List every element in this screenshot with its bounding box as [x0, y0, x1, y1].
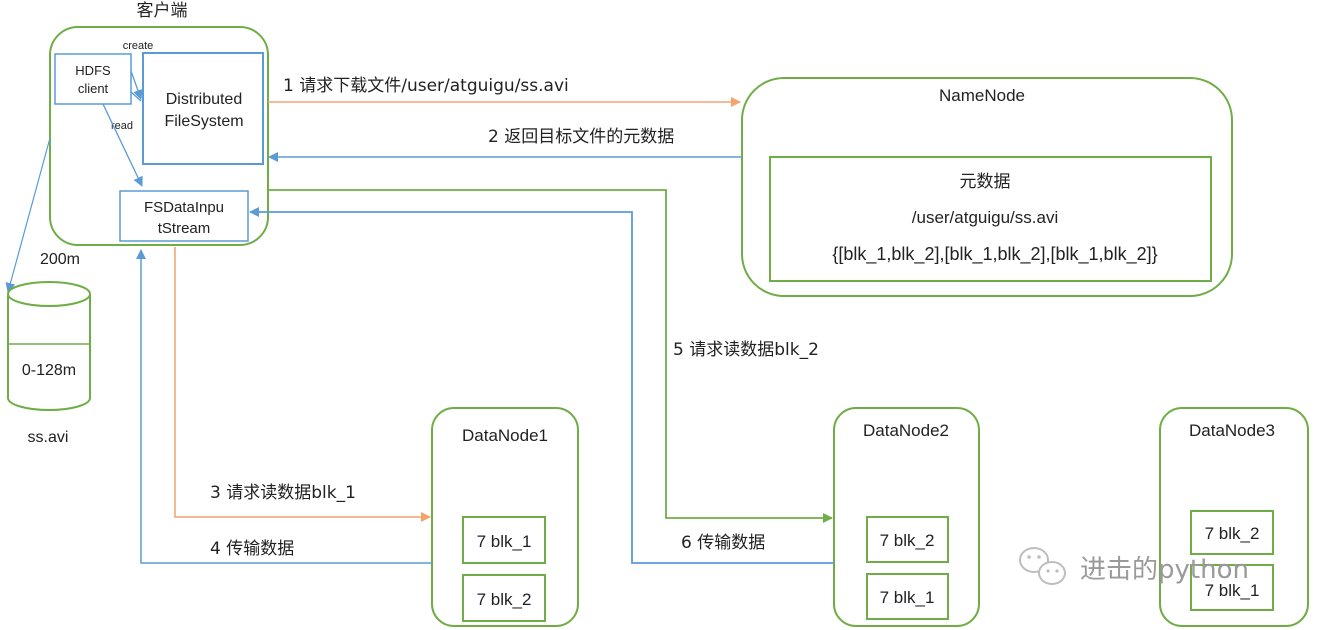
datanode2-title: DataNode2	[863, 421, 949, 440]
datanode3-block-2-label: 7 blk_1	[1205, 581, 1260, 600]
file-cylinder	[7, 281, 91, 411]
step3-arrow	[174, 247, 431, 522]
datanode1-block-2	[462, 574, 546, 622]
fsdis-label-1: FSDataInpu	[144, 199, 224, 216]
step6-label: 6 传输数据	[681, 533, 765, 553]
datanode1-title: DataNode1	[462, 426, 548, 445]
client-box	[49, 26, 269, 246]
step4-label: 4 传输数据	[210, 539, 294, 559]
create-arrow-2	[130, 91, 142, 102]
datanode2-box	[833, 407, 980, 627]
datanode2-block-1	[866, 516, 949, 563]
datanode2-block-2	[866, 573, 949, 620]
file-size-label: 200m	[40, 251, 80, 268]
client-to-file-arrow	[5, 137, 51, 293]
file-name: ss.avi	[28, 429, 69, 446]
datanode1-block-1	[462, 516, 546, 564]
datanode1-block-1-label: 7 blk_1	[477, 532, 532, 551]
datanode3-title: DataNode3	[1189, 421, 1275, 440]
metadata-box	[769, 156, 1212, 282]
wechat-icon	[1019, 547, 1066, 585]
create-arrow	[130, 70, 143, 100]
step4-arrow	[136, 249, 432, 564]
datanode1-block-2-label: 7 blk_2	[477, 590, 532, 609]
read-arrow	[102, 103, 143, 187]
file-block-label: 0-128m	[22, 362, 76, 379]
datanode2-block-2-label: 7 blk_1	[880, 588, 935, 607]
datanode1-box	[431, 407, 579, 627]
distributed-filesystem-box	[142, 52, 264, 165]
fsdatainputstream-box	[119, 190, 249, 242]
namenode-title: NameNode	[939, 86, 1025, 105]
fsdis-label-2: tStream	[158, 220, 211, 237]
hdfs-client-box	[54, 53, 132, 105]
metadata-blocks: {[blk_1,blk_2],[blk_1,blk_2],[blk_1,blk_…	[832, 244, 1157, 265]
datanode3-box	[1159, 407, 1309, 627]
metadata-path: /user/atguigu/ss.avi	[912, 208, 1058, 227]
hdfs-client-label-2: client	[78, 81, 109, 96]
dfs-label-2: FileSystem	[164, 113, 243, 130]
client-title: 客户端	[137, 1, 188, 21]
datanode3-block-2	[1190, 564, 1274, 611]
metadata-title: 元数据	[960, 172, 1011, 192]
datanode2-block-1-label: 7 blk_2	[880, 531, 935, 550]
datanode3-block-1-label: 7 blk_2	[1205, 524, 1260, 543]
watermark-text: 进击的python	[1080, 555, 1249, 585]
dfs-label-1: Distributed	[166, 91, 242, 108]
datanode3-block-1	[1190, 510, 1274, 555]
step3-label: 3 请求读数据blk_1	[210, 483, 356, 503]
step1-label: 1 请求下载文件/user/atguigu/ss.avi	[283, 76, 569, 96]
namenode-box	[741, 77, 1233, 297]
hdfs-client-label-1: HDFS	[75, 63, 111, 78]
read-label: read	[111, 120, 133, 132]
step5-arrow	[268, 189, 833, 523]
step2-label: 2 返回目标文件的元数据	[488, 127, 674, 147]
step5-label: 5 请求读数据blk_2	[673, 340, 819, 360]
step6-arrow	[249, 207, 834, 564]
create-label: create	[123, 40, 154, 52]
